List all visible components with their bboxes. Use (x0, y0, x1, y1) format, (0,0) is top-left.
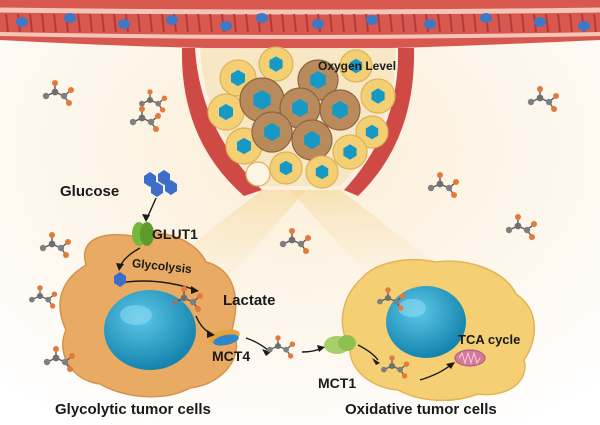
vessel-cell-10 (534, 17, 546, 27)
oxidative-nucleus (386, 286, 466, 358)
blood-vessel (0, 0, 600, 48)
lactate-molecule-icon (129, 106, 161, 132)
arrow-glycolysis (125, 280, 197, 291)
tumor-cell-8 (319, 89, 361, 131)
mct4-label: MCT4 (212, 348, 251, 364)
glycolytic-tumor-cell (59, 232, 238, 398)
tumor-cell-13 (332, 134, 368, 170)
vessel-cell-8 (424, 19, 436, 29)
lactate-molecule-icon (279, 228, 311, 254)
mct1-label: MCT1 (318, 375, 357, 391)
arrow-mct4-out (245, 337, 269, 351)
lactate-molecule-icon (505, 214, 537, 240)
vessel-cell-0 (16, 17, 28, 27)
lactate-molecule-icon (377, 287, 406, 311)
vessel-wall-right (344, 48, 415, 196)
vessel-cell-1 (64, 13, 76, 23)
glucose-label: Glucose (60, 183, 120, 200)
lactate-molecule-icon (39, 232, 71, 258)
glycolytic-caption: Glycolytic tumor cells (55, 401, 211, 418)
mct4-transporter-icon (208, 329, 240, 346)
tumor-cell-15 (305, 155, 339, 189)
glucose-inside-icon (114, 272, 126, 287)
oxidative-caption: Oxidative tumor cells (345, 401, 497, 418)
glut1-transporter-icon (132, 222, 154, 246)
lactate-molecule-icon (29, 285, 58, 309)
lactate-molecules (29, 80, 559, 379)
oxidative-tumor-cell (341, 259, 535, 402)
tumor-cell-16 (245, 161, 271, 187)
lactate-molecule-icon (267, 335, 296, 359)
glucose-molecule-icon (144, 170, 177, 197)
tumor-cell-3 (339, 49, 373, 83)
lactate-molecule-icon (427, 172, 459, 198)
lactate-molecule-icon (43, 346, 75, 372)
arrow-mct1-in (357, 344, 379, 361)
lactate-molecule-icon (42, 80, 74, 106)
lactate-molecule-icon (139, 89, 168, 113)
lactate-molecule-icon (381, 355, 410, 379)
vessel-cell-2 (118, 19, 130, 29)
vessel-wall-left (181, 48, 262, 196)
lactate-molecule-icon (171, 286, 203, 312)
tumor-cell-14 (269, 151, 303, 185)
vessel-cell-5 (256, 13, 268, 23)
tumor-cell-12 (291, 119, 333, 161)
tumor-cell-1 (258, 46, 294, 82)
glut1-label: GLUT1 (152, 226, 198, 242)
tca-cycle-label: TCA cycle (458, 332, 521, 347)
glycolytic-nucleus (104, 290, 196, 370)
mct1-transporter-icon (324, 335, 356, 354)
lactate-molecule-icon (527, 86, 559, 112)
mitochondrion-icon (454, 349, 486, 367)
tumor-cell-11 (251, 111, 293, 153)
vessel-cell-4 (220, 21, 232, 31)
vessel-cell-9 (480, 13, 492, 23)
tumor-cell-4 (360, 78, 396, 114)
arrow-heads (116, 214, 455, 369)
vessel-cell-7 (366, 15, 378, 25)
vessel-cell-6 (312, 19, 324, 29)
vessel-cell-3 (166, 15, 178, 25)
tumor-cell-9 (355, 115, 389, 149)
tumor-mass (207, 46, 396, 189)
tumor-cell-5 (207, 93, 245, 131)
lactate-label: Lactate (223, 292, 276, 309)
oxygen-level-label: Oxygen Level (318, 59, 397, 73)
vessel-cell-11 (578, 21, 590, 31)
